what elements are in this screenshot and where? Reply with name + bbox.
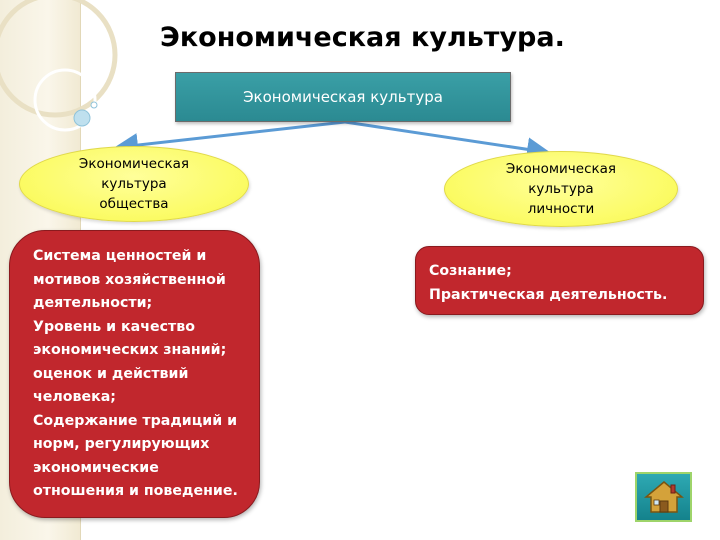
list-item: Сознание; [418, 260, 695, 284]
list-item: Содержание традиций и норм, регулирующих… [22, 410, 249, 504]
list-item: Практическая деятельность. [418, 284, 695, 308]
bullet-icon [22, 316, 33, 410]
society-culture-ellipse: Экономическая культура общества [19, 146, 249, 222]
bullet-icon [418, 260, 429, 284]
bullet-icon [22, 410, 33, 504]
arrow-right [344, 120, 551, 162]
bullet-icon [22, 245, 33, 316]
bullet-icon [418, 284, 429, 308]
personal-culture-details: Сознание; Практическая деятельность. [415, 246, 704, 315]
page-title: Экономическая культура. [160, 22, 565, 53]
personal-culture-label: Экономическая культура личности [505, 161, 617, 217]
decorative-circles [0, 0, 118, 132]
personal-culture-ellipse: Экономическая культура личности [444, 151, 678, 227]
list-item: Уровень и качество экономических знаний;… [22, 316, 249, 410]
home-button[interactable] [635, 472, 692, 522]
society-culture-label: Экономическая культура общества [78, 156, 190, 212]
list-item: Система ценностей и мотивов хозяйственно… [22, 245, 249, 316]
economic-culture-label: Экономическая культура [243, 88, 443, 106]
society-culture-details: Система ценностей и мотивов хозяйственно… [9, 230, 260, 518]
economic-culture-box: Экономическая культура [175, 72, 511, 122]
arrow-left [114, 120, 346, 157]
home-icon [643, 481, 684, 513]
